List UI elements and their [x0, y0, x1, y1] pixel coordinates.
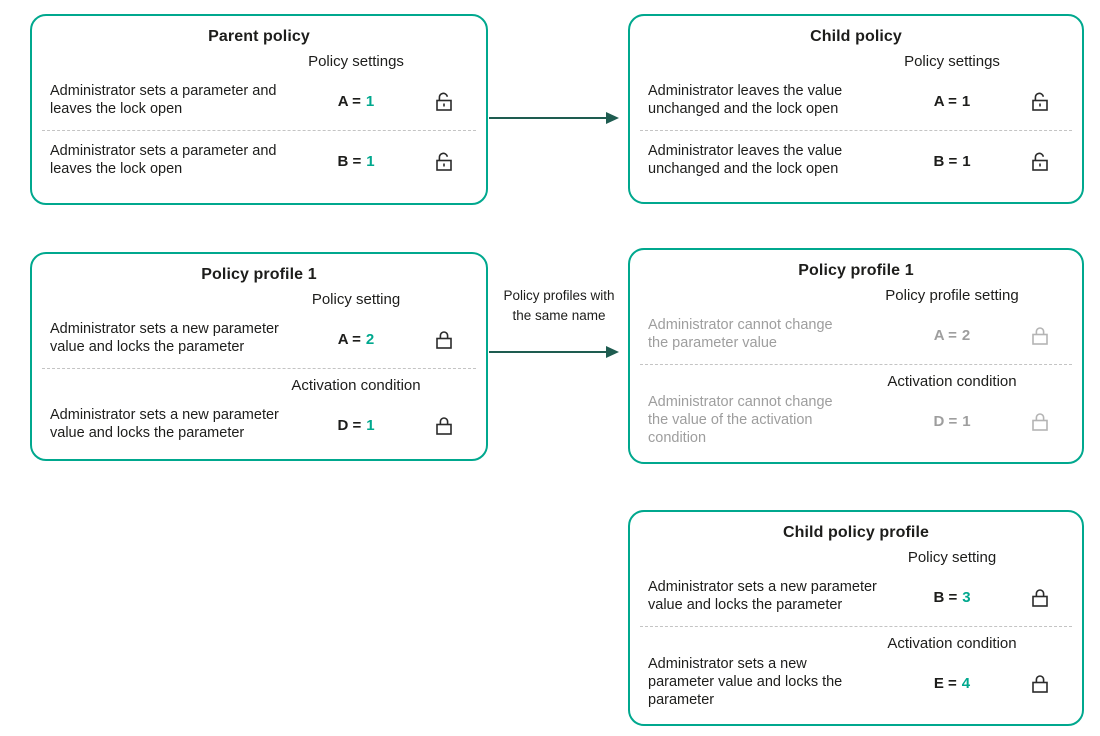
setting-row: Administrator sets a new parameter value… — [32, 397, 486, 453]
setting-row: Administrator sets a new parameter value… — [32, 311, 486, 367]
column-header: Policy settings — [904, 52, 1000, 70]
lock-closed-icon — [433, 414, 455, 437]
setting-value: B =1 — [337, 152, 375, 170]
column-header-row: Policy profile setting — [630, 284, 1082, 306]
child-policy-profile-card: Child policy profile Policy setting Admi… — [628, 510, 1084, 726]
row-description: Administrator sets a new parameter value… — [648, 579, 877, 613]
column-header-row: Policy setting — [32, 288, 486, 310]
setting-row: Administrator cannot change the paramete… — [630, 307, 1082, 363]
setting-row: Administrator sets a new parameter value… — [630, 655, 1082, 711]
setting-value: D =1 — [933, 412, 971, 430]
column-header: Activation condition — [887, 372, 1017, 390]
card-title: Child policy — [810, 28, 902, 45]
setting-row: Administrator cannot change the value of… — [630, 393, 1082, 449]
column-header-row: Policy settings — [630, 50, 1082, 72]
row-description: Administrator leaves the value unchanged… — [648, 83, 843, 117]
column-header: Policy setting — [311, 290, 401, 308]
column-header: Policy profile setting — [885, 286, 1019, 304]
row-description: Administrator sets a new parameter value… — [50, 321, 279, 355]
lock-closed-icon — [1029, 410, 1051, 433]
lock-closed-icon — [1029, 586, 1051, 609]
card-title: Policy profile 1 — [201, 266, 317, 283]
row-description: Administrator sets a parameter and leave… — [50, 83, 277, 117]
profile-arrow-label: Policy profiles with the same name — [503, 288, 615, 324]
lock-closed-icon — [433, 328, 455, 351]
row-description: Administrator cannot change the paramete… — [648, 317, 833, 351]
profile-inheritance-arrow — [489, 351, 616, 353]
setting-value: A =1 — [933, 92, 971, 110]
row-description: Administrator sets a new parameter value… — [50, 407, 279, 441]
column-header: Activation condition — [887, 634, 1017, 652]
column-header-row: Activation condition — [32, 374, 486, 396]
column-header: Activation condition — [291, 376, 421, 394]
column-header-row: Policy settings — [32, 50, 486, 72]
setting-value: A =1 — [337, 92, 375, 110]
column-header: Policy setting — [907, 548, 997, 566]
card-title: Child policy profile — [782, 524, 929, 541]
lock-open-icon — [1029, 150, 1051, 173]
setting-value: A =2 — [933, 326, 971, 344]
setting-value: D =1 — [337, 416, 375, 434]
policy-profile-source-card: Policy profile 1 Policy setting Administ… — [30, 252, 488, 461]
dashed-separator — [42, 130, 476, 131]
lock-closed-icon — [1029, 672, 1051, 695]
setting-value: E =4 — [933, 674, 971, 692]
row-description: Administrator sets a parameter and leave… — [50, 143, 277, 177]
lock-open-icon — [433, 150, 455, 173]
policy-profile-inherited-card: Policy profile 1 Policy profile setting … — [628, 248, 1084, 464]
lock-closed-icon — [1029, 324, 1051, 347]
child-policy-card: Child policy Policy settings Administrat… — [628, 14, 1084, 204]
setting-row: Administrator sets a parameter and leave… — [32, 73, 486, 129]
dashed-separator — [640, 626, 1072, 627]
column-header: Policy settings — [308, 52, 404, 70]
parent-policy-card: Parent policy Policy settings Administra… — [30, 14, 488, 205]
setting-value: B =1 — [933, 152, 971, 170]
card-title: Parent policy — [208, 28, 310, 45]
dashed-separator — [640, 130, 1072, 131]
column-header-row: Activation condition — [630, 632, 1082, 654]
setting-row: Administrator leaves the value unchanged… — [630, 73, 1082, 129]
dashed-separator — [42, 368, 476, 369]
setting-value: B =3 — [933, 588, 971, 606]
row-description: Administrator sets a new parameter value… — [648, 656, 843, 708]
setting-row: Administrator leaves the value unchanged… — [630, 133, 1082, 189]
lock-open-icon — [1029, 90, 1051, 113]
card-title: Policy profile 1 — [798, 262, 914, 279]
setting-row: Administrator sets a parameter and leave… — [32, 133, 486, 189]
lock-open-icon — [433, 90, 455, 113]
setting-value: A =2 — [337, 330, 375, 348]
policy-inheritance-arrow — [489, 117, 616, 119]
dashed-separator — [640, 364, 1072, 365]
setting-row: Administrator sets a new parameter value… — [630, 569, 1082, 625]
column-header-row: Activation condition — [630, 370, 1082, 392]
row-description: Administrator cannot change the value of… — [648, 394, 833, 446]
row-description: Administrator leaves the value unchanged… — [648, 143, 843, 177]
column-header-row: Policy setting — [630, 546, 1082, 568]
